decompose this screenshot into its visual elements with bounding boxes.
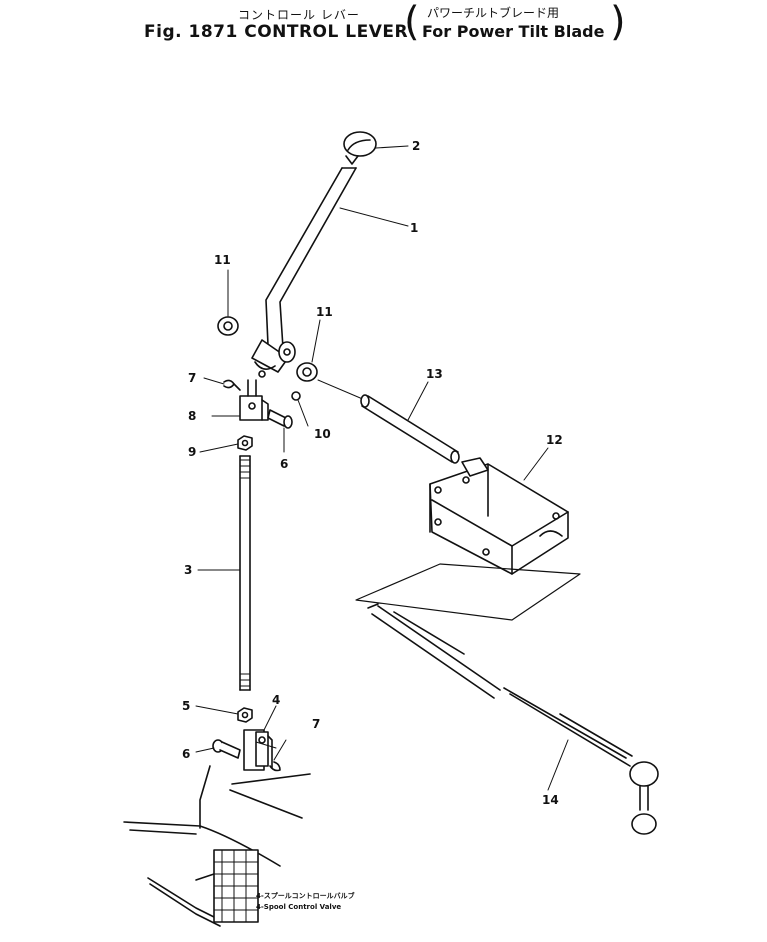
part-lower-clevis xyxy=(243,729,277,771)
callout-13: 13 xyxy=(426,367,443,381)
part-extension-rod xyxy=(367,603,659,835)
subtitle-japanese: パワーチルトブレード用 xyxy=(427,6,560,20)
title-paren-open: ( xyxy=(404,0,420,45)
callout-12: 12 xyxy=(546,433,563,447)
callout-11-left: 11 xyxy=(214,253,231,267)
callout-9: 9 xyxy=(188,445,196,459)
part-bushing-right xyxy=(296,362,318,382)
part-upper-clevis xyxy=(239,379,269,421)
callout-1: 1 xyxy=(410,221,418,235)
part-bolt-lower xyxy=(212,739,241,759)
part-bracket xyxy=(355,457,581,621)
part-bushing-left xyxy=(217,316,239,336)
valve-label-english: 4-Spool Control Valve xyxy=(256,903,341,911)
callout-5: 5 xyxy=(182,699,190,713)
callout-10: 10 xyxy=(314,427,331,441)
part-shaft xyxy=(317,379,460,464)
callout-4: 4 xyxy=(272,693,280,707)
part-knob xyxy=(343,131,377,165)
callout-3: 3 xyxy=(184,563,192,577)
part-cotter-pin-upper xyxy=(223,379,241,391)
callout-7-upper: 7 xyxy=(188,371,196,385)
part-cotter-pin-lower xyxy=(269,739,287,772)
subtitle-english: For Power Tilt Blade xyxy=(422,22,605,41)
title-english: Fig. 1871 CONTROL LEVER xyxy=(144,22,409,42)
callout-11-right: 11 xyxy=(316,305,333,319)
valve-label-japanese: 4-スプールコントロールバルブ xyxy=(256,891,355,900)
callout-14: 14 xyxy=(542,793,559,807)
title-paren-close: ) xyxy=(610,0,626,45)
callout-6-lower: 6 xyxy=(182,747,190,761)
callout-7-lower: 7 xyxy=(312,717,320,731)
part-nut-upper xyxy=(237,435,253,451)
control-valve xyxy=(213,849,259,923)
leader-lines xyxy=(195,145,569,791)
part-bolt-upper xyxy=(267,409,293,429)
part-washer xyxy=(291,391,301,401)
part-control-lever xyxy=(251,167,357,378)
title-japanese: コントロール レバー xyxy=(238,8,360,22)
callout-2: 2 xyxy=(412,139,420,153)
figure-title: コントロール レバー ( パワーチルトブレード用 Fig. 1871 CONTR… xyxy=(140,0,640,48)
part-rod xyxy=(239,455,251,691)
callout-8: 8 xyxy=(188,409,196,423)
part-nut-lower xyxy=(237,707,253,723)
callout-6-upper: 6 xyxy=(280,457,288,471)
